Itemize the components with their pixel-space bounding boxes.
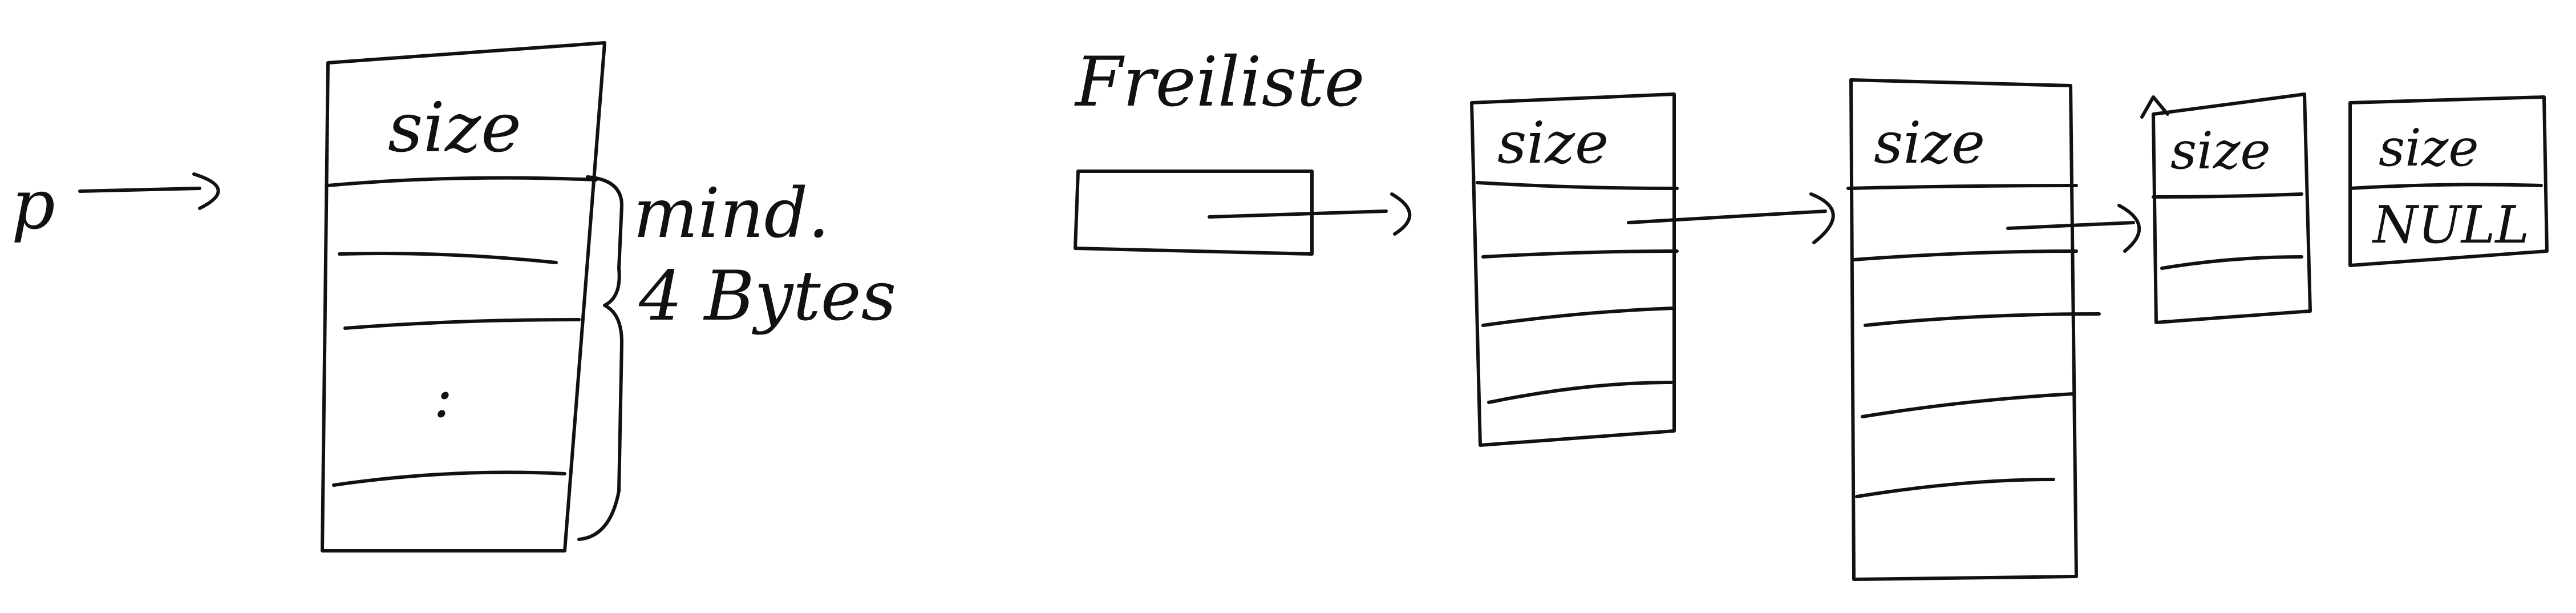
node-2-row-4 <box>1855 478 2055 498</box>
pointer-label: p <box>11 166 55 245</box>
memory-block-ellipsis: : <box>434 364 453 430</box>
node-1-row-3 <box>1487 381 1673 404</box>
node-3-outline <box>2152 92 2312 324</box>
free-list-node-2: size <box>1846 78 2141 581</box>
node-1-header: size <box>1497 110 1609 176</box>
node-2-next-arrow <box>2006 204 2141 253</box>
node-4-header-divider <box>2348 183 2543 190</box>
node-1-row-1 <box>1481 249 1679 259</box>
node-4-header: size <box>2379 118 2479 178</box>
free-list-node-1: size <box>1470 92 1835 447</box>
node-3-row-1 <box>2160 255 2303 270</box>
memory-block: size : mind. 4 Bytes <box>321 41 896 552</box>
brace-label-line-2: 4 Bytes <box>638 257 896 336</box>
free-list-node-3: size <box>2140 92 2312 324</box>
node-3-arrowhead <box>2140 95 2169 119</box>
free-list: Freiliste size size <box>1074 43 2549 581</box>
pointer-p: p <box>11 166 220 245</box>
node-1-next-arrow <box>1627 192 1835 244</box>
pointer-arrow <box>78 172 220 210</box>
node-3-header: size <box>2170 121 2271 181</box>
node-1-outline <box>1470 92 1676 447</box>
free-list-title: Freiliste <box>1074 43 1365 122</box>
free-list-head-arrow <box>1208 192 1412 236</box>
memory-block-brace <box>577 175 623 541</box>
memory-block-header-divider <box>326 176 598 187</box>
node-2-header-divider <box>1846 184 2078 190</box>
memory-block-row-2 <box>343 318 581 330</box>
free-list-head-box <box>1074 170 1314 256</box>
node-1-row-2 <box>1481 306 1676 327</box>
node-4-outline <box>2348 95 2549 267</box>
node-4-next-null: NULL <box>2372 195 2529 255</box>
node-2-row-2 <box>1864 312 2101 327</box>
memory-block-row-1 <box>338 252 558 264</box>
node-1-header-divider <box>1476 181 1679 190</box>
brace-label-line-1: mind. <box>633 174 829 253</box>
free-list-node-4: size NULL <box>2348 95 2549 267</box>
node-2-header: size <box>1874 110 1985 176</box>
memory-block-row-3 <box>332 470 566 487</box>
node-2-outline <box>1849 78 2078 581</box>
memory-block-header: size <box>388 88 521 168</box>
node-2-row-3 <box>1861 392 2075 418</box>
node-3-header-divider <box>2152 192 2303 199</box>
memory-block-outline <box>321 41 606 552</box>
node-2-row-1 <box>1852 249 2078 261</box>
